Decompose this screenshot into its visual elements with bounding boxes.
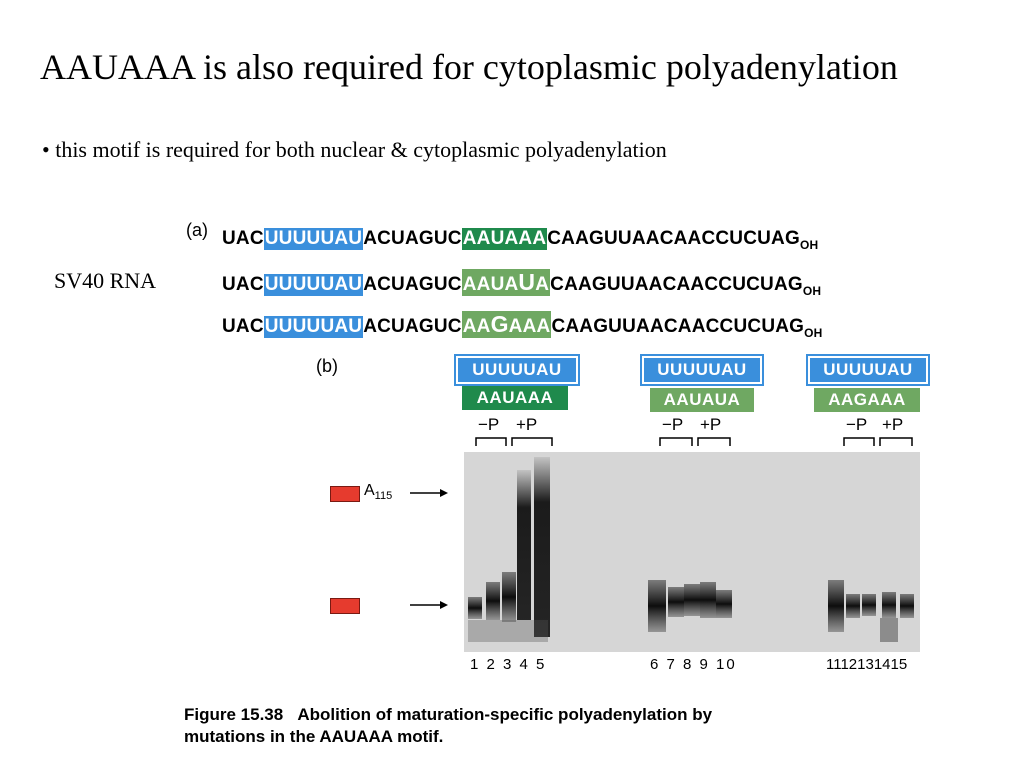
seq-middle: ACUAGUC xyxy=(363,228,462,249)
group3-u-rich-box: UUUUUAU xyxy=(806,354,930,386)
marker-a115-block xyxy=(330,486,360,502)
group1-motif-box: AAUAAA xyxy=(462,386,568,410)
lane-numbers-group2: 6 7 8 9 10 xyxy=(650,656,737,673)
group2-minus-label: −P xyxy=(662,415,684,434)
seq-suffix: CAAGUUAACAACCUCUAG xyxy=(551,316,805,337)
seq-middle: ACUAGUC xyxy=(363,316,462,337)
group2-u-rich-box: UUUUUAU xyxy=(640,354,764,386)
lane-numbers-group1: 1 2 3 4 5 xyxy=(470,656,547,673)
marker-unpolyadenylated-block xyxy=(330,598,360,614)
sv40-rna-label: SV40 RNA xyxy=(54,268,157,293)
seq-oh: OH xyxy=(802,284,822,298)
seq-oh: OH xyxy=(799,238,819,252)
seq-suffix: CAAGUUAACAACCUCUAG xyxy=(550,274,803,295)
marker-unpolyadenylated-arrow xyxy=(410,601,448,609)
seq-middle: ACUAGUC xyxy=(363,274,462,295)
panel-b-label: (b) xyxy=(316,356,338,376)
panel-a-label: (a) xyxy=(186,220,208,240)
sequence-row-mutant-2: UACUUUUUAUACUAGUCAAGAAACAAGUUAACAACCUCUA… xyxy=(222,311,823,340)
seq-motif-u-rich: UUUUUAU xyxy=(263,316,364,338)
marker-a115-label: A115 xyxy=(364,482,393,502)
seq-motif-u-rich: UUUUUAU xyxy=(263,228,364,250)
seq-prefix: UAC xyxy=(222,316,264,337)
caption-text-1: Abolition of maturation-specific polyade… xyxy=(297,705,713,724)
slide-title: AAUAAA is also required for cytoplasmic … xyxy=(40,47,898,87)
marker-a115-arrow xyxy=(410,489,448,497)
seq-motif-mutant: AAGAAA xyxy=(461,311,552,338)
group3-plus-label: +P xyxy=(882,415,904,434)
seq-motif-u-rich: UUUUUAU xyxy=(263,274,364,296)
seq-motif-mutant: AAUAUA xyxy=(461,269,551,296)
seq-prefix: UAC xyxy=(222,228,264,249)
bullet-point: • this motif is required for both nuclea… xyxy=(42,137,667,162)
seq-oh: OH xyxy=(804,326,823,340)
group1-u-rich-box: UUUUUAU xyxy=(454,354,580,386)
seq-suffix: CAAGUUAACAACCUCUAG xyxy=(547,228,800,249)
lane-brackets xyxy=(475,437,913,446)
caption-number: Figure 15.38 xyxy=(184,705,284,724)
group2-motif-box: AAUAUA xyxy=(650,388,754,412)
caption-line-2: mutations in the AAUAAA motif. xyxy=(184,727,444,746)
figure-caption: Figure 15.38 Abolition of maturation-spe… xyxy=(184,704,712,748)
caption-line-1: Figure 15.38 Abolition of maturation-spe… xyxy=(184,704,712,726)
seq-motif-aauaaa: AAUAAA xyxy=(461,228,548,250)
group1-minus-label: −P xyxy=(478,415,500,434)
group3-motif-box: AAGAAA xyxy=(814,388,920,412)
gel-image xyxy=(464,452,920,652)
seq-prefix: UAC xyxy=(222,274,264,295)
sequence-row-wildtype: UACUUUUUAUACUAGUCAAUAAACAAGUUAACAACCUCUA… xyxy=(222,228,818,252)
lane-numbers-group3: 1112131415 xyxy=(826,656,908,673)
group3-minus-label: −P xyxy=(846,415,868,434)
gel-bands xyxy=(468,457,914,642)
group2-plus-label: +P xyxy=(700,415,722,434)
sequence-row-mutant-1: UACUUUUUAUACUAGUCAAUAUACAAGUUAACAACCUCUA… xyxy=(222,269,821,298)
group1-plus-label: +P xyxy=(516,415,538,434)
